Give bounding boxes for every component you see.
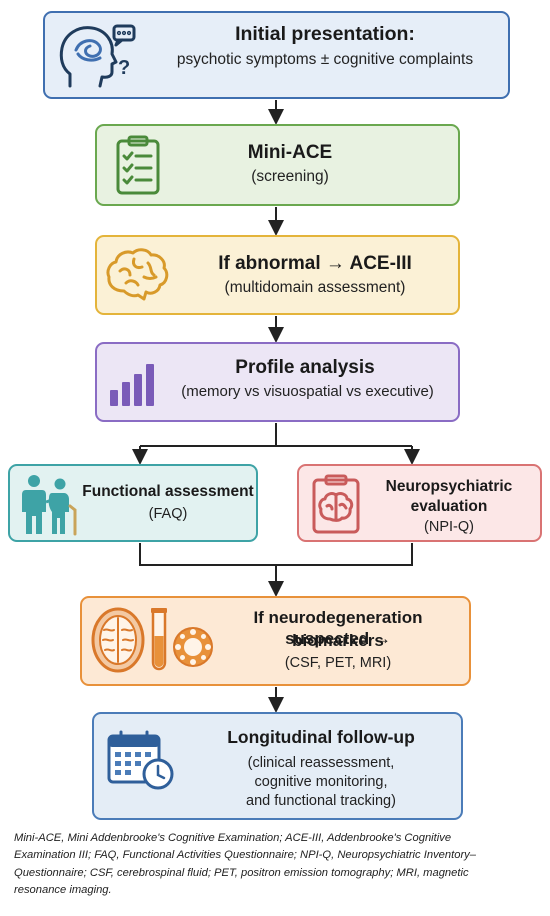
step-2-subtitle: (screening) bbox=[251, 168, 329, 185]
step-5-subtitle: (FAQ) bbox=[148, 506, 188, 522]
step-3-title: If abnormal → ACE-III bbox=[218, 253, 412, 274]
arrow-merge bbox=[139, 543, 413, 589]
step-6-title-line1: Neuropsychiatric bbox=[385, 478, 513, 495]
step-6-title-line2: evaluation bbox=[410, 498, 488, 515]
step-8-line1: (clinical reassessment, bbox=[247, 755, 395, 771]
caption-line-4: resonance imaging. bbox=[14, 884, 112, 897]
step-7-title-line2: biomarkers bbox=[292, 631, 384, 650]
brain-scan-icon bbox=[90, 606, 146, 674]
step-ace-iii bbox=[95, 235, 460, 315]
step-2-title: Mini-ACE bbox=[247, 142, 333, 163]
step-8-line3: and functional tracking) bbox=[246, 793, 396, 809]
step-profile-analysis bbox=[95, 342, 460, 422]
step-7-title-line1: If neurodegeneration suspected → bbox=[253, 608, 423, 649]
caption-line-3: Questionnaire; CSF, cerebrospinal fluid;… bbox=[14, 866, 469, 879]
svg-text:?: ? bbox=[118, 57, 130, 79]
step-6-subtitle: (NPI-Q) bbox=[424, 519, 474, 535]
step-3-subtitle: (multidomain assessment) bbox=[224, 279, 406, 296]
calendar-clock-icon bbox=[106, 730, 176, 792]
brain-icon bbox=[104, 245, 172, 303]
test-tube-icon bbox=[148, 606, 170, 672]
pet-scanner-icon bbox=[171, 625, 215, 669]
step-4-title: Profile analysis bbox=[235, 357, 375, 378]
step-7-subtitle: (CSF, PET, MRI) bbox=[284, 655, 392, 671]
arrow-split bbox=[140, 423, 412, 447]
step-8-title: Longitudinal follow-up bbox=[227, 727, 415, 747]
step-5-title: Functional assessment bbox=[82, 483, 254, 500]
head-question-icon: ? bbox=[56, 20, 138, 92]
caption-line-1: Mini-ACE, Mini Addenbrooke's Cognitive E… bbox=[14, 832, 452, 844]
step-8-line2: cognitive monitoring, bbox=[254, 774, 388, 790]
caption-line-2: Examination III; FAQ, Functional Activit… bbox=[14, 849, 476, 862]
bar-chart-icon bbox=[108, 360, 160, 408]
figure-caption: Mini-ACE, Mini Addenbrooke's Cognitive E… bbox=[14, 830, 540, 899]
caregiver-elderly-icon bbox=[18, 472, 80, 536]
clipboard-checklist-icon bbox=[114, 134, 162, 196]
step-1-title: Initial presentation: bbox=[235, 23, 415, 45]
step-4-subtitle: (memory vs visuospatial vs executive) bbox=[181, 383, 434, 400]
brain-clipboard-icon bbox=[310, 473, 362, 535]
step-1-subtitle: psychotic symptoms ± cognitive complaint… bbox=[176, 51, 474, 68]
step-biomarkers bbox=[80, 596, 471, 686]
